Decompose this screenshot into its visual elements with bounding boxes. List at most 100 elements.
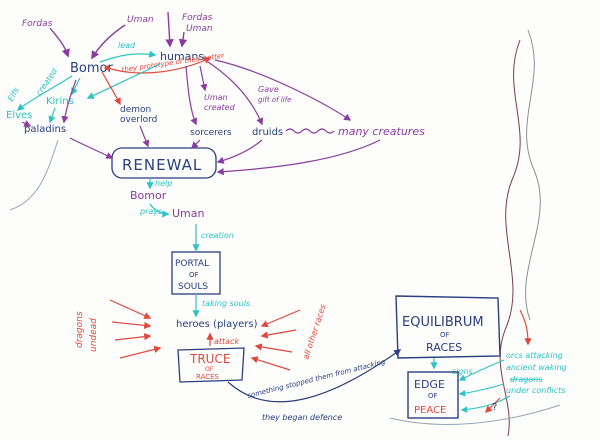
pencil-curve-left [9, 139, 59, 211]
node-truce-2: OF [205, 366, 214, 373]
node-humans: humans [160, 50, 204, 63]
arrow-elves-paladins [21, 120, 32, 127]
node-renewal: RENEWAL [122, 156, 202, 174]
arrow-bomor-elves [16, 75, 73, 111]
node-many-creatures: many creatures [338, 125, 425, 138]
label-fordas-top: Fordas [22, 19, 53, 29]
arrow-humans-many-creatures [214, 59, 352, 121]
label-signs: signs [452, 367, 473, 376]
arrow-red-right-3 [254, 343, 293, 353]
arrow-fordas-to-bomor [49, 27, 70, 58]
label-prays: prays [139, 207, 162, 216]
arrow-humans-prototype [107, 57, 212, 74]
arrow-uman-down-1 [165, 11, 174, 48]
node-edge-1: EDGE [414, 378, 445, 391]
arrow-kirins-paladins [48, 107, 56, 124]
node-demon-overlord-1: demon [120, 105, 151, 115]
arrow-humans-uman-created [199, 65, 208, 92]
node-equilibrum-1: EQUILIBRUM [402, 315, 484, 330]
arrow-red-left-2 [111, 321, 152, 329]
label-began-defence: they began defence [262, 413, 342, 422]
node-equilibrum-2: OF [440, 331, 450, 339]
arrow-humans-kirins [86, 63, 161, 99]
arrow-bomor-lead-humans [99, 50, 157, 63]
arrow-bomor-demon [101, 71, 121, 106]
arrow-red-to-list [519, 309, 532, 346]
node-demon-overlord-2: overlord [120, 115, 157, 125]
node-edge-2: OF [428, 392, 438, 400]
label-gave-gift-2: gift of life [258, 96, 291, 104]
label-dragons-crossed: dragons [510, 375, 542, 384]
label-uman-created-1: Uman [204, 93, 228, 102]
label-fordas-uman-top-2: Uman [186, 24, 213, 34]
arrow-humans-druids [207, 61, 264, 126]
node-truce-box [177, 347, 245, 383]
label-undead: undead [89, 318, 99, 352]
arrow-sorcerers-renewal [190, 139, 201, 150]
label-ancient-waking: ancient waking [506, 363, 567, 372]
label-gave-gift-1: Gave [258, 85, 279, 94]
squiggle-druids-creatures [285, 128, 335, 134]
arrow-list-to-edge-2 [458, 383, 505, 397]
arrow-red-left-1 [109, 299, 152, 319]
label-elfs: Elfs [6, 86, 21, 103]
arrow-creatures-renewal [216, 139, 381, 176]
pencil-curve-bottom-right [389, 404, 561, 425]
node-equilibrum-3: RACES [426, 341, 462, 354]
pencil-squiggle-right-1 [499, 39, 521, 437]
node-druids: druids [252, 127, 283, 138]
arrow-red-right-1 [260, 309, 301, 328]
arrow-truce-equilibrum [227, 349, 402, 403]
arrow-demon-renewal [139, 125, 150, 148]
arrow-bomor-kirins [71, 77, 81, 96]
label-lead: lead [118, 41, 136, 50]
arrow-red-question [484, 397, 501, 414]
arrow-bomor-prays-uman [149, 203, 170, 218]
label-question: ? [492, 402, 497, 413]
node-truce-1: TRUCE [189, 352, 230, 366]
arrow-paladins-renewal [69, 137, 114, 159]
node-uman-2: Uman [172, 207, 205, 220]
node-portal-1: PORTAL [175, 259, 209, 269]
node-portal-2: OF [189, 271, 199, 279]
label-creation: creation [201, 231, 234, 240]
node-edge-box [407, 371, 459, 419]
label-orcs-attacking: orcs attacking [506, 351, 563, 360]
label-under-conflicts: under conflicts [506, 386, 565, 395]
label-uman-created-2: created [204, 103, 236, 112]
node-bomor-2: Bomor [130, 189, 167, 202]
node-elves: Elves [6, 110, 32, 121]
label-help: help [155, 179, 172, 188]
label-uman-top: Uman [127, 15, 154, 25]
node-renewal-box [111, 147, 217, 179]
node-paladins: paladins [24, 124, 66, 135]
arrow-bomor-paladins [61, 79, 77, 124]
node-heroes: heroes (players) [176, 319, 258, 330]
node-equilibrum-box [395, 295, 501, 359]
label-all-other-races: all other races [301, 303, 327, 360]
label-taking-souls: taking souls [202, 299, 250, 308]
pencil-squiggle-right-2 [525, 29, 541, 321]
label-dragons: dragons [75, 311, 85, 348]
node-kirins: Kirins [46, 96, 74, 107]
label-fordas-uman-top-1: Fordas [182, 13, 213, 23]
arrow-druids-renewal [216, 139, 263, 164]
arrow-uman-to-bomor [91, 24, 126, 60]
node-sorcerers: sorcerers [190, 128, 232, 138]
arrow-red-left-4 [119, 345, 162, 359]
arrow-humans-sorcerers [185, 65, 198, 126]
dot-bomor-red [104, 65, 110, 71]
arrow-list-to-edge-1 [458, 359, 505, 381]
node-portal-3: SOULS [178, 282, 208, 292]
node-edge-3: PEACE [414, 405, 446, 416]
node-truce-3: RACES [196, 373, 220, 381]
arrow-fordasuman-down [178, 31, 188, 48]
arrow-red-right-4 [250, 356, 291, 371]
arrow-list-to-edge-3 [460, 395, 511, 413]
label-created: created [34, 66, 59, 97]
label-attack: attack [214, 337, 239, 346]
arrow-red-left-3 [114, 333, 152, 341]
label-something-stopped: something stopped them from attacking [247, 358, 387, 400]
